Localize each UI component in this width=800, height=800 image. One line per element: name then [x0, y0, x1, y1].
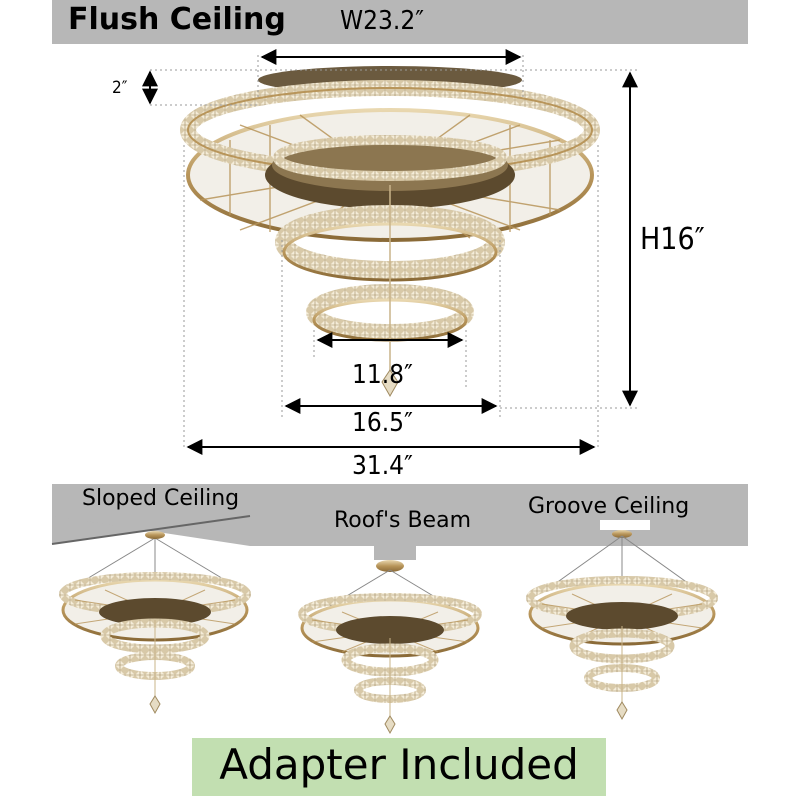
roofs-beam-label: Roof's Beam: [334, 508, 472, 533]
roofs-beam-chandelier: [298, 560, 482, 735]
adapter-label: Adapter Included: [219, 740, 579, 789]
groove-ceiling-label: Groove Ceiling: [528, 494, 690, 519]
main-chandelier: [180, 66, 600, 398]
flush-ceiling-bar: [52, 0, 748, 44]
page-title: Flush Ceiling: [68, 2, 286, 37]
adapter-banner: Adapter Included: [192, 738, 606, 796]
ring-small-label: 11.8″: [352, 360, 413, 390]
groove-ceiling-chandelier: [526, 530, 718, 721]
ring-large-label: 31.4″: [352, 451, 413, 481]
ring-medium-label: 16.5″: [352, 408, 413, 438]
thickness-label: 2″: [112, 78, 128, 98]
guide-lines: [150, 55, 640, 448]
width-label: W23.2″: [340, 6, 424, 36]
sloped-ceiling-chandelier: [59, 531, 251, 715]
sloped-ceiling-label: Sloped Ceiling: [82, 486, 240, 511]
dimension-arrows: [142, 49, 638, 455]
height-label: H16″: [640, 222, 705, 257]
